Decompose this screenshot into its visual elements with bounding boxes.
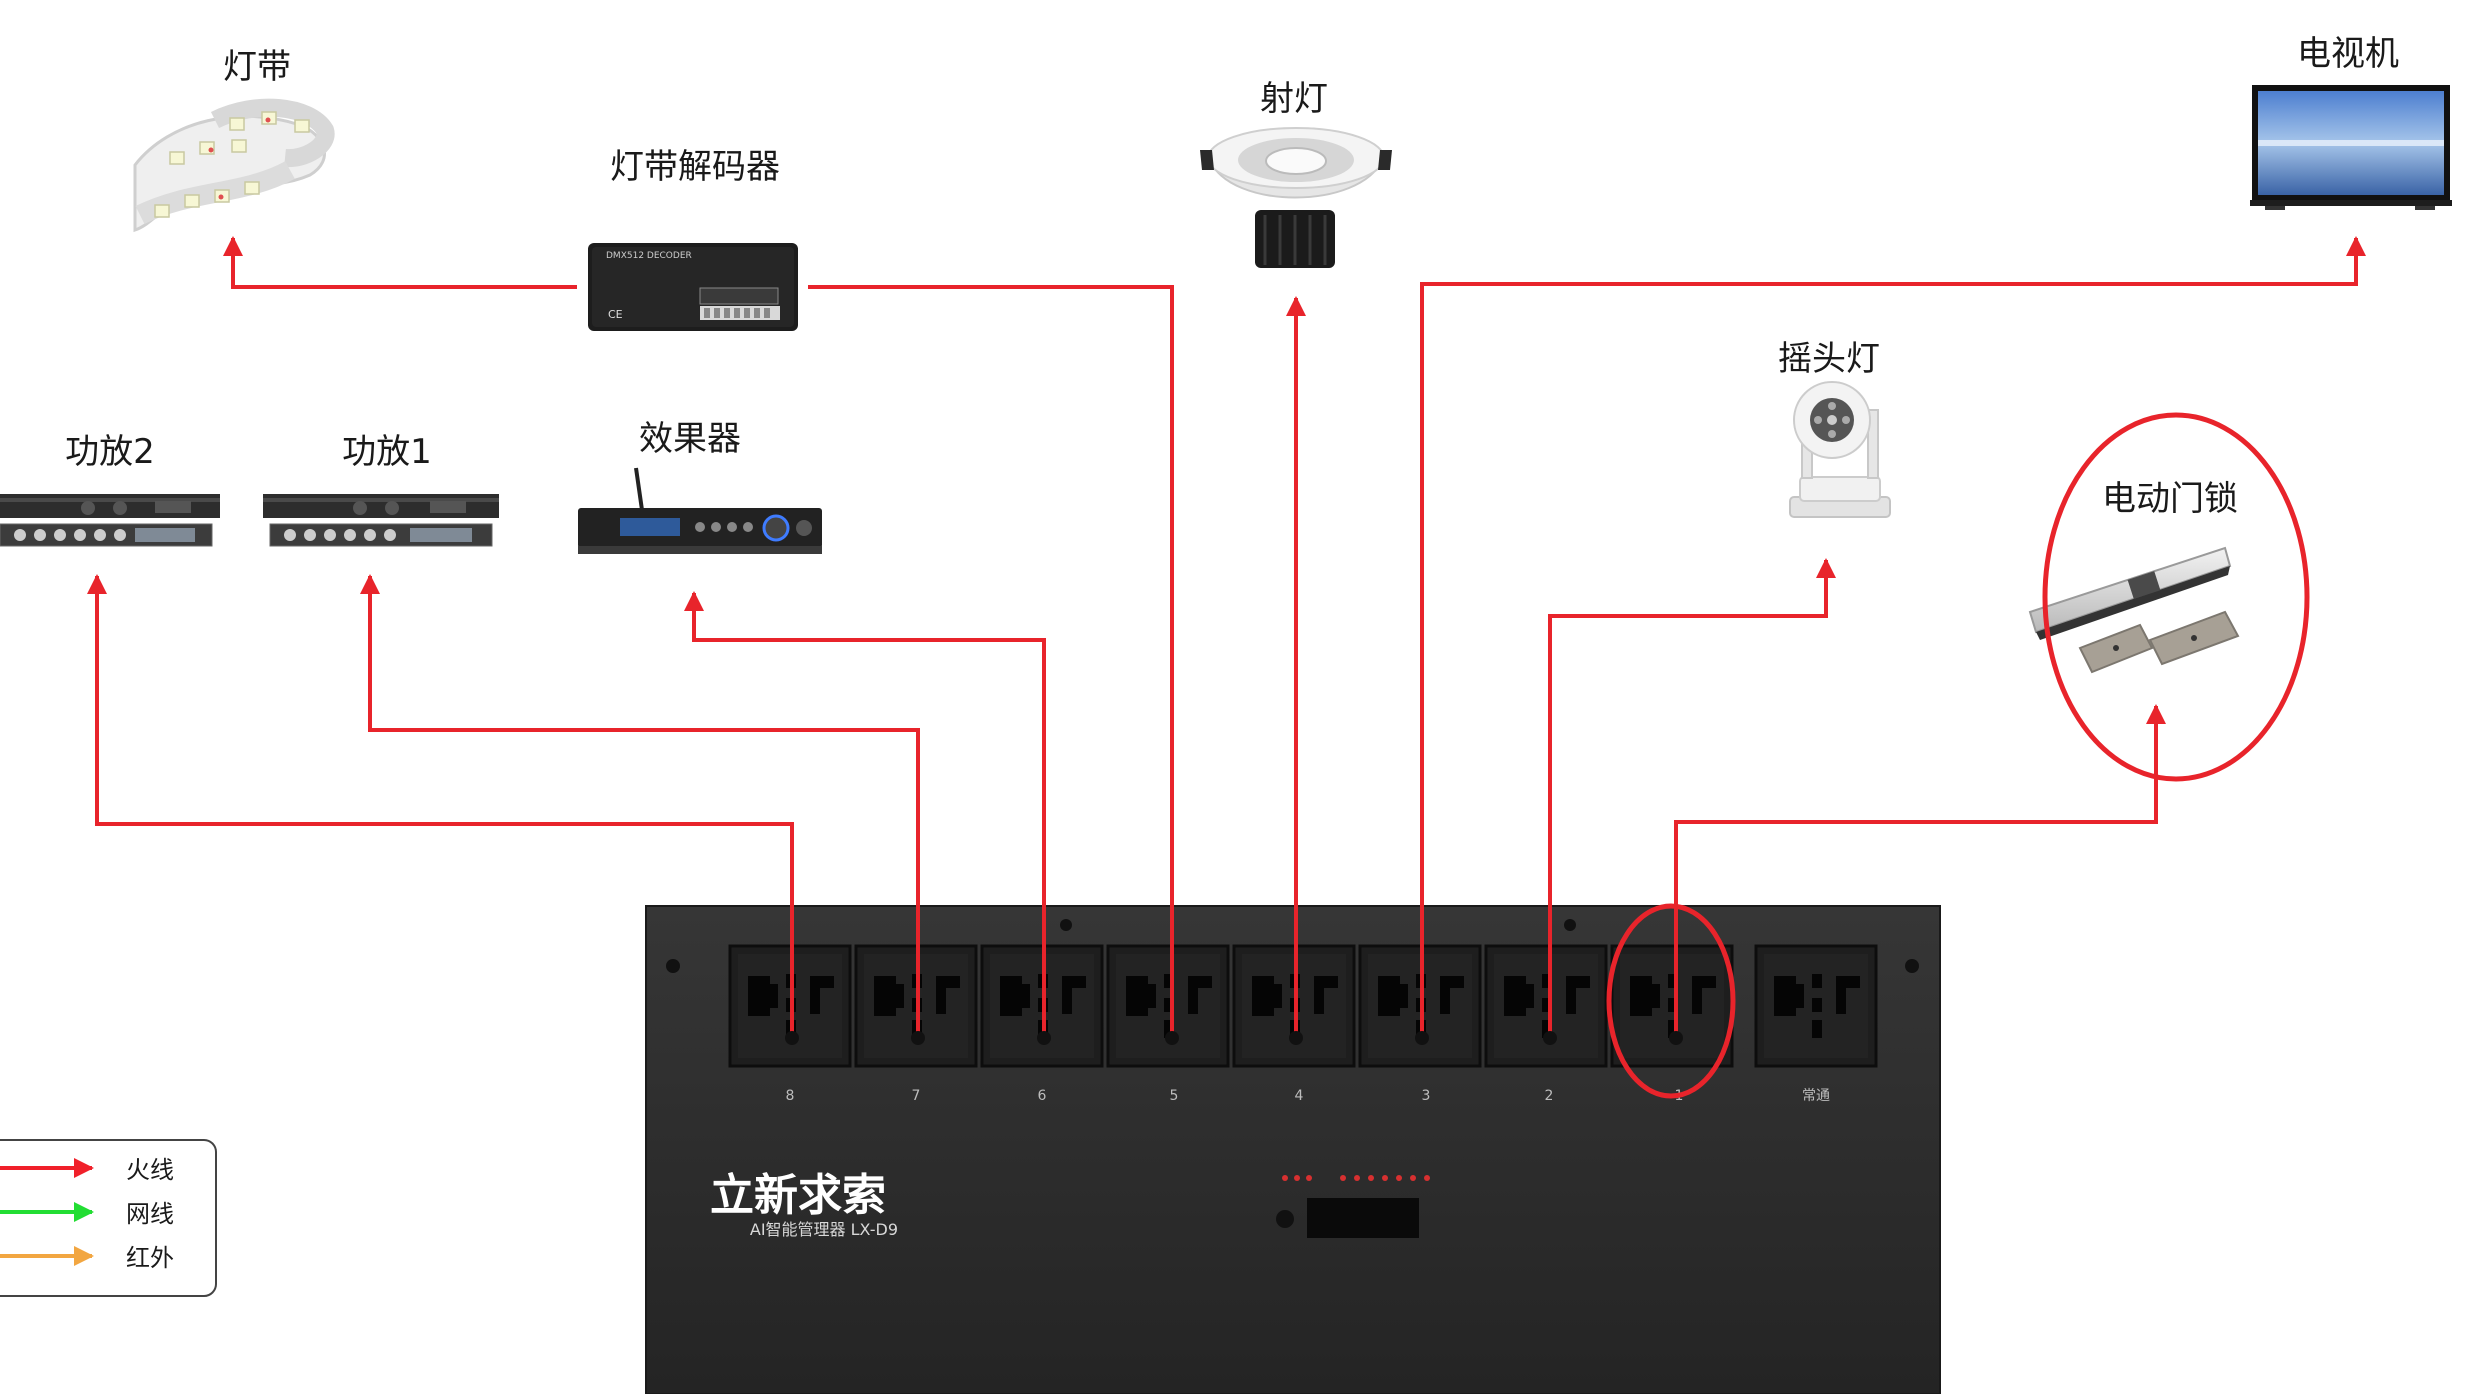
wire-decoder-strip <box>223 236 577 289</box>
moving-head-icon <box>1789 381 1891 518</box>
socket-label-3: 3 <box>1422 1088 1431 1104</box>
wire-socket5-decoder <box>808 285 1174 1040</box>
svg-text:CE: CE <box>608 308 623 321</box>
socket-label-2: 2 <box>1545 1088 1554 1104</box>
socket-label-always-on: 常通 <box>1802 1088 1830 1104</box>
amp2-icon <box>0 494 220 547</box>
wire-socket7-amp1 <box>360 574 920 1040</box>
amp1-icon <box>263 494 499 547</box>
socket-label-8: 8 <box>786 1088 795 1104</box>
socket-label-4: 4 <box>1295 1088 1304 1104</box>
moving-head-label: 摇头灯 <box>1778 339 1880 379</box>
wires <box>87 236 2366 1040</box>
display-window <box>1307 1198 1419 1238</box>
controller-panel: 8 7 6 5 4 3 2 1 常通 立新求索 AI智能管理器 LX-D9 <box>645 905 1941 1394</box>
tv-icon <box>2250 85 2452 210</box>
light-strip-label: 灯带 <box>223 47 291 87</box>
led-indicators <box>1282 1175 1430 1181</box>
door-lock-label: 电动门锁 <box>2102 479 2238 519</box>
spotlight-icon <box>1200 127 1392 268</box>
wire-socket6-effector <box>684 591 1046 1040</box>
strip-decoder-icon: DMX512 DECODER CE <box>588 243 798 331</box>
wire-plugs <box>785 1031 1683 1045</box>
door-lock-icon <box>2028 546 2240 674</box>
socket-label-7: 7 <box>912 1088 921 1104</box>
wire-socket8-amp2 <box>87 574 794 1040</box>
door-lock-highlight <box>2042 412 2310 782</box>
light-strip-icon <box>133 98 335 233</box>
socket-label-5: 5 <box>1170 1088 1179 1104</box>
socket-always-on <box>1754 944 1878 1068</box>
socket-1 <box>1610 944 1734 1068</box>
amp1-label: 功放1 <box>342 432 432 472</box>
wire-socket1-door-lock <box>1674 704 2166 1040</box>
wire-socket3-tv <box>1420 236 2366 1040</box>
spotlight-label: 射灯 <box>1260 79 1328 119</box>
legend-label-live: 火线 <box>126 1156 174 1184</box>
socket1-highlight <box>1606 903 1736 1099</box>
legend: 火线 网线 红外 <box>0 1139 217 1297</box>
tv-label: 电视机 <box>2297 34 2399 74</box>
wire-socket2-moving-head <box>1548 558 1836 1040</box>
socket-label-6: 6 <box>1038 1088 1047 1104</box>
legend-label-ir: 红外 <box>126 1244 174 1272</box>
model-name: AI智能管理器 LX-D9 <box>750 1220 898 1239</box>
effector-icon <box>578 467 822 554</box>
strip-decoder-label: 灯带解码器 <box>610 147 780 187</box>
legend-label-network: 网线 <box>126 1200 174 1228</box>
brand-name: 立新求索 <box>710 1170 886 1221</box>
socket-2 <box>1484 944 1608 1068</box>
decoder-label: DMX512 DECODER <box>606 251 692 261</box>
ir-receiver-icon <box>1276 1210 1294 1228</box>
socket-5 <box>1106 944 1230 1068</box>
effector-label: 效果器 <box>639 419 741 459</box>
amp2-label: 功放2 <box>65 432 155 472</box>
